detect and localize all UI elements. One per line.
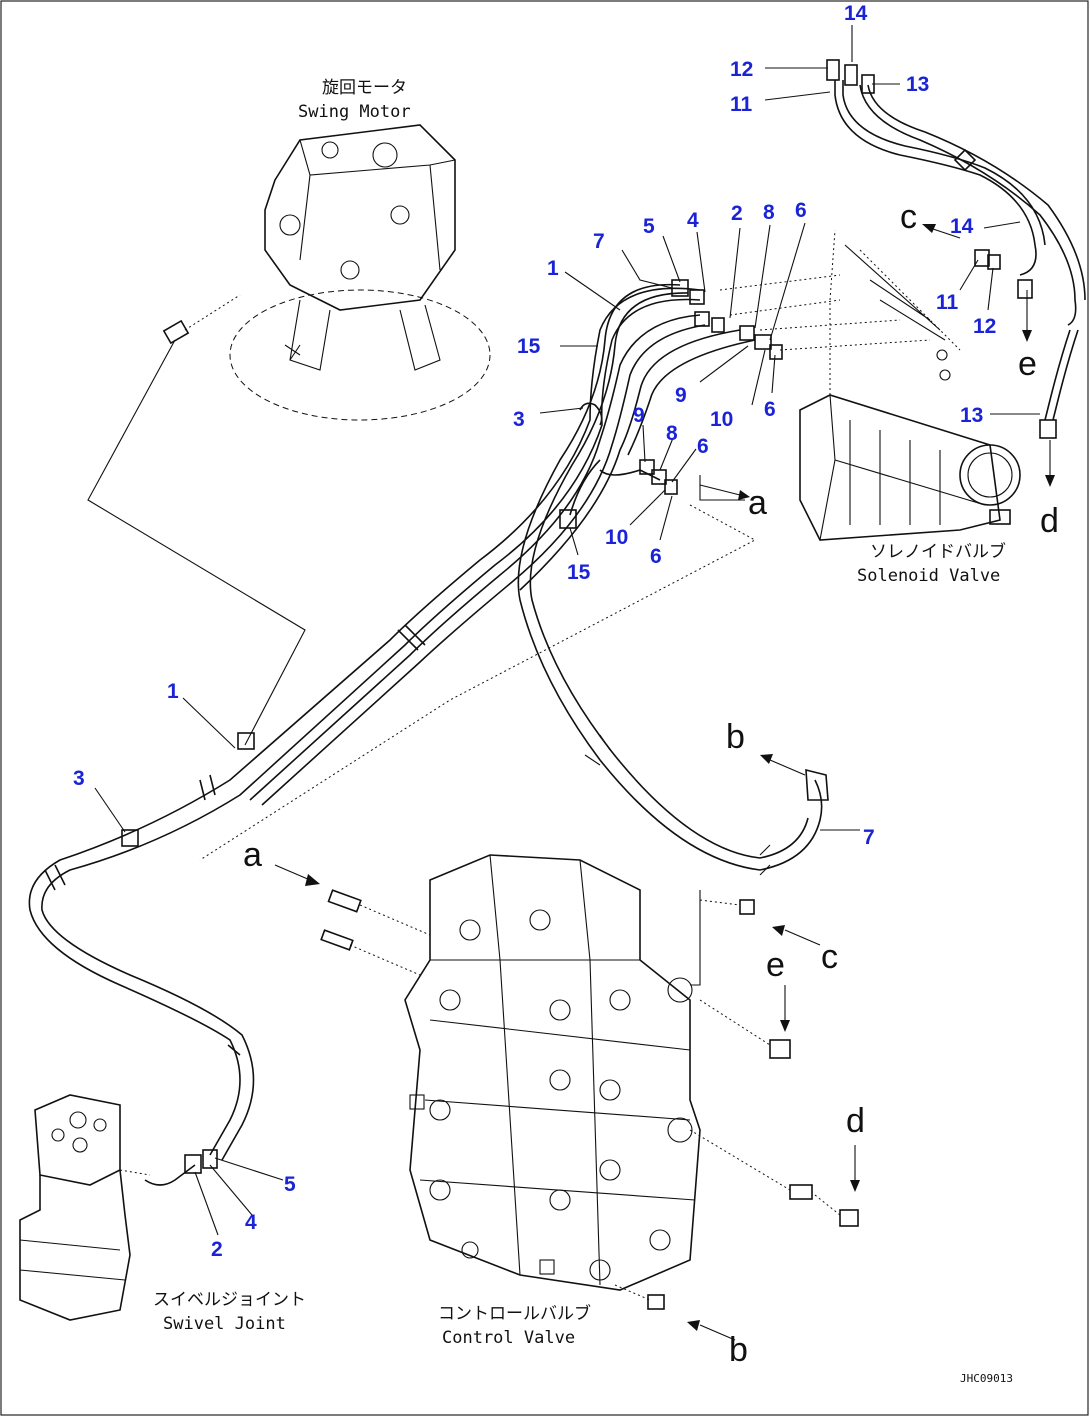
swing-motor-jp-label: 旋回モータ <box>322 78 407 98</box>
drawing-code: JHC09013 <box>960 1372 1013 1385</box>
callout-4-bottom: 4 <box>245 1211 257 1234</box>
callout-14-right: 14 <box>950 215 974 238</box>
callout-3-left: 3 <box>73 767 85 790</box>
swing-motor-fitting <box>162 319 190 345</box>
callout-11-top: 11 <box>730 93 753 116</box>
callout-10-mid: 10 <box>605 526 628 549</box>
connector-a-top: a <box>748 484 767 522</box>
control-valve-fittings <box>320 889 859 1310</box>
top-fittings-cluster <box>671 274 931 360</box>
swivel-joint-drawing <box>19 1094 218 1321</box>
callout-12-right: 12 <box>973 315 996 338</box>
solenoid-valve-drawing <box>799 229 1021 541</box>
callout-6-top: 6 <box>795 199 807 222</box>
swing-motor-en-label: Swing Motor <box>298 102 411 122</box>
control-valve-jp-label: コントロールバルブ <box>438 1303 591 1324</box>
callout-5-bottom: 5 <box>284 1173 296 1196</box>
callout-8-mid: 8 <box>666 422 678 445</box>
swivel-joint-en-label: Swivel Joint <box>163 1314 286 1334</box>
callout-1-top: 1 <box>547 257 559 280</box>
solenoid-valve-en-label: Solenoid Valve <box>857 566 1000 586</box>
connector-d-top: d <box>1040 502 1059 540</box>
connector-e-top: e <box>1018 345 1037 383</box>
callout-6-low: 6 <box>650 545 662 568</box>
control-valve-drawing <box>404 854 701 1291</box>
callout-2-bottom: 2 <box>211 1238 223 1261</box>
connector-a-bottom: a <box>243 836 262 874</box>
callout-15-low: 15 <box>567 561 591 584</box>
connector-b-bottom: b <box>729 1331 748 1369</box>
callout-6-mid: 6 <box>697 435 709 458</box>
callout-4-top: 4 <box>687 209 699 232</box>
callout-12-top: 12 <box>730 58 753 81</box>
callout-13-right: 13 <box>960 404 983 427</box>
connector-c-bottom: c <box>821 938 838 976</box>
callout-5-top: 5 <box>643 215 655 238</box>
fitting-12-top <box>826 59 840 81</box>
callout-8-top: 8 <box>763 201 775 224</box>
callout-6-right: 6 <box>764 398 776 421</box>
connector-arrows <box>274 224 1055 1341</box>
callout-13-top: 13 <box>906 73 929 96</box>
callout-7-top: 7 <box>593 230 605 253</box>
control-valve-en-label: Control Valve <box>442 1328 575 1348</box>
hose-7 <box>517 283 823 871</box>
hose-bundle <box>28 287 756 1161</box>
fitting-14-top <box>844 64 858 86</box>
connector-b-top: b <box>726 718 745 756</box>
connector-c-top: c <box>900 198 917 236</box>
callout-3-top: 3 <box>513 408 525 431</box>
connector-d-bottom: d <box>846 1102 865 1140</box>
swing-motor-drawing <box>229 124 491 421</box>
swivel-joint-jp-label: スイベルジョイント <box>153 1290 306 1310</box>
callout-15-top: 15 <box>517 335 541 358</box>
mid-fittings <box>199 459 757 861</box>
callout-10-top: 10 <box>710 408 733 431</box>
solenoid-valve-jp-label: ソレノイドバルブ <box>870 541 1006 562</box>
callout-1-left: 1 <box>167 680 179 703</box>
callout-14-top: 14 <box>844 2 868 25</box>
callout-7-right: 7 <box>863 826 875 849</box>
callout-11-right: 11 <box>936 291 959 314</box>
callout-9-mid: 9 <box>633 404 645 427</box>
callout-9-top: 9 <box>675 384 687 407</box>
connector-e-bottom: e <box>766 946 785 984</box>
callout-2-top: 2 <box>731 202 743 225</box>
